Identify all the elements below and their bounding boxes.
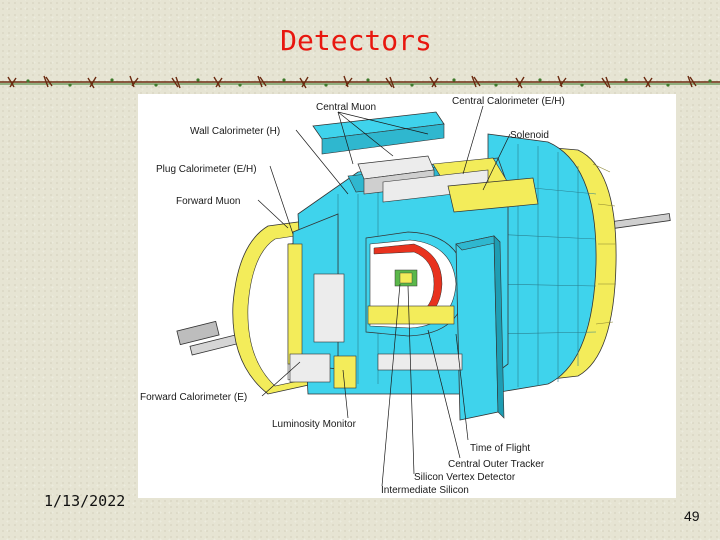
detector-diagram-svg: Central Muon Central Calorimeter (E/H) W… xyxy=(140,96,671,496)
wall-calorimeter xyxy=(367,235,505,421)
label-forward-calorimeter: Forward Calorimeter (E) xyxy=(140,392,247,403)
label-luminosity-monitor: Luminosity Monitor xyxy=(272,419,357,430)
label-central-outer-tracker: Central Outer Tracker xyxy=(448,459,545,470)
label-central-calorimeter: Central Calorimeter (E/H) xyxy=(452,96,565,107)
page-number: 49 xyxy=(684,508,700,524)
title-divider xyxy=(0,75,720,89)
label-plug-calorimeter: Plug Calorimeter (E/H) xyxy=(156,164,257,175)
label-forward-muon: Forward Muon xyxy=(176,196,240,207)
label-time-of-flight: Time of Flight xyxy=(470,443,530,454)
label-intermediate-silicon: Intermediate Silicon xyxy=(381,485,469,496)
forward-calorimeter xyxy=(289,353,357,389)
label-central-muon: Central Muon xyxy=(316,102,376,113)
slide-date: 1/13/2022 xyxy=(44,492,126,510)
leader-lines xyxy=(257,105,511,487)
detector-diagram: Central Muon Central Calorimeter (E/H) W… xyxy=(138,94,676,498)
plug-calorimeter xyxy=(287,213,345,370)
label-wall-calorimeter: Wall Calorimeter (H) xyxy=(190,126,280,137)
label-solenoid: Solenoid xyxy=(510,130,549,141)
central-muon-blocks xyxy=(312,111,539,213)
label-silicon-vertex-detector: Silicon Vertex Detector xyxy=(414,472,516,483)
slide-title: Detectors xyxy=(280,24,432,57)
